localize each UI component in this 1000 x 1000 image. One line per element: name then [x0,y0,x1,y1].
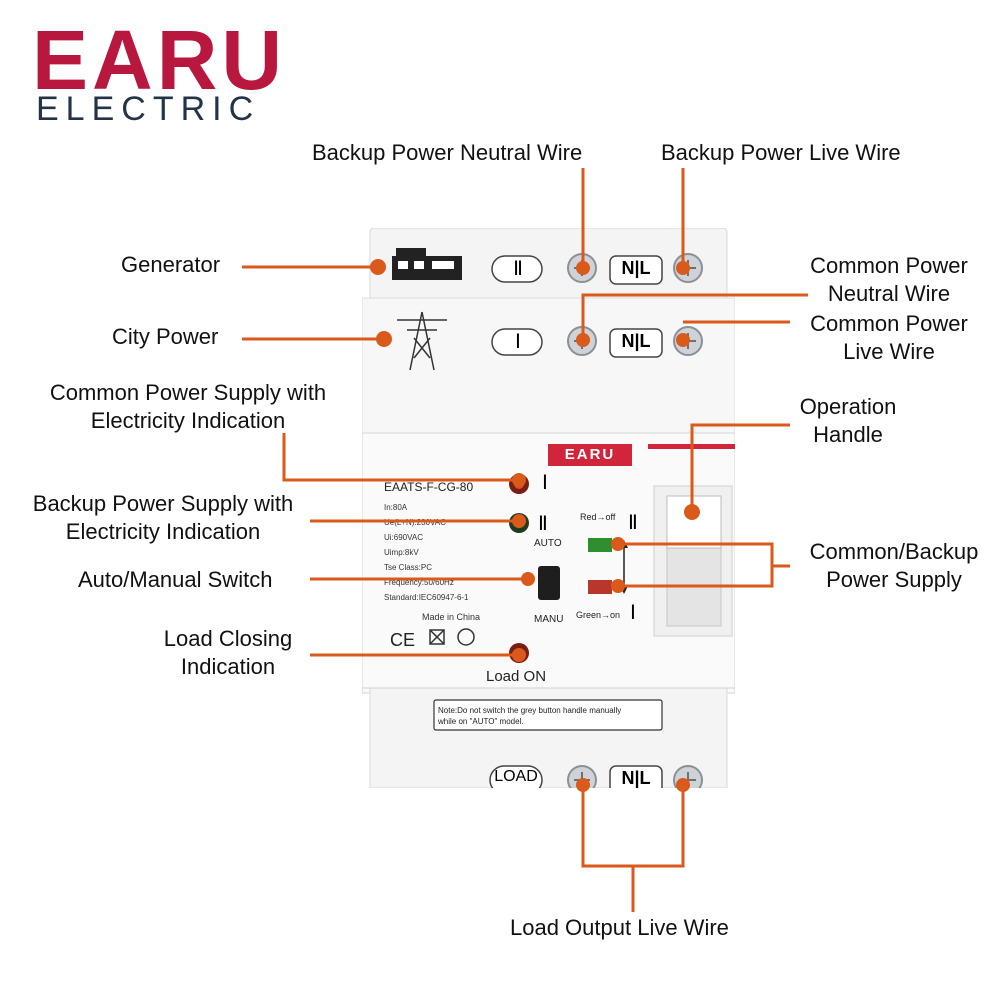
label-city-power: City Power [112,324,219,349]
label-backup-indication: Backup Power Supply with Electricity Ind… [4,490,322,546]
indicator-i-mark: Ⅰ [542,472,548,494]
leader-dots [370,259,700,792]
label-line: Backup Power Supply with [32,491,294,516]
terminal-ii-label: Ⅱ [513,258,523,280]
label-backup-neutral: Backup Power Neutral Wire [312,140,583,165]
power-tower-icon [397,311,447,371]
load-on-label: Load ON [486,668,547,685]
label-line: Live Wire [843,339,935,364]
terminal-screws [567,253,703,788]
brand-logo: EARU [32,13,287,107]
label-common-indication: Common Power Supply with Electricity Ind… [18,379,358,435]
label-line: Neutral Wire [827,281,951,306]
nl-label-backup: N|L [621,258,651,278]
red-off-label: Red→off [580,512,616,522]
label-line: Electricity Indication [65,519,261,544]
spec-item: Tse Class:PC [384,563,433,572]
label-line: Handle [813,422,883,447]
label-line: Load Closing [163,626,293,651]
label-line: Operation [799,394,897,419]
spec-item: Frequency:50/60Hz [384,578,454,587]
label-line: Common/Backup [809,539,979,564]
green-on-label: Green→on [576,610,621,620]
label-common-live: Common Power Live Wire [790,310,988,366]
label-line: Electricity Indication [90,408,286,433]
model-number: EAATS-F-CG-80 [384,480,474,494]
nl-label-common: N|L [621,331,651,351]
warning-note-line: while on "AUTO" model. [438,717,524,726]
label-line: Common Power [810,311,968,336]
label-operation-handle: Operation Handle [770,393,926,449]
label-line: Common Power [810,253,968,278]
terminal-i-label: Ⅰ [515,331,521,353]
label-line: Power Supply [826,567,962,592]
device-logo: EARU [564,446,616,463]
label-backup-live: Backup Power Live Wire [661,140,901,165]
nl-label-load: N|L [621,768,651,788]
handle-i-mark: Ⅰ [630,602,636,624]
label-load-closing: Load Closing Indication [140,625,316,681]
warning-note: Note:Do not switch the grey button handl… [438,705,621,727]
spec-item: In:80A [384,503,408,512]
spec-item: Ui:690VAC [384,533,423,542]
ats-device [362,228,735,788]
label-line: Common Power Supply with [49,380,327,405]
label-generator: Generator [121,252,221,277]
label-common-neutral: Common Power Neutral Wire [790,252,988,308]
manu-label: MANU [534,614,564,625]
certification-icons [429,628,475,646]
label-load-output: Load Output Live Wire [510,915,729,940]
made-in-label: Made in China [422,612,481,622]
handle-ii-mark: Ⅱ [628,512,638,534]
indicator-ii-mark: Ⅱ [538,513,548,535]
generator-icon [392,248,462,280]
load-terminal-label: LOAD [494,768,538,785]
auto-label: AUTO [534,538,562,549]
brand-subtitle: ELECTRIC [36,90,261,128]
label-auto-manual: Auto/Manual Switch [78,567,273,592]
spec-item: Standard:IEC60947-6-1 [384,593,469,602]
spec-item: Uimp:8kV [384,548,419,557]
label-line: Indication [180,654,276,679]
label-common-backup: Common/Backup Power Supply [794,538,994,594]
ce-mark: CE [390,630,416,650]
warning-note-line: Note:Do not switch the grey button handl… [438,706,622,715]
